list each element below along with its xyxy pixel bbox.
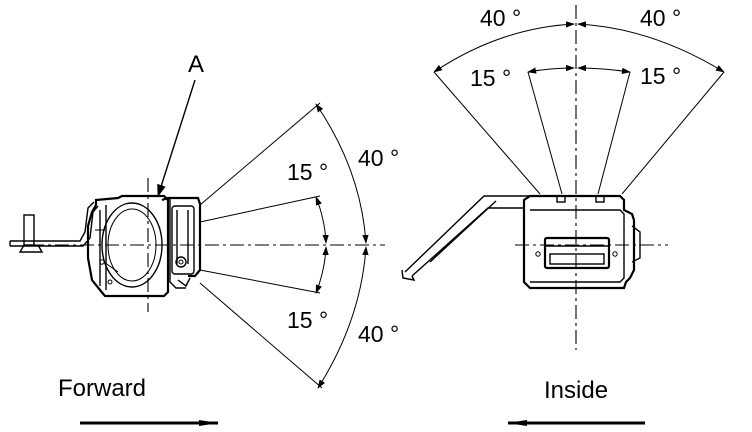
front-outer-left-arc bbox=[433, 21, 575, 73]
side-view: A 15 ° 15 ° 40 ° 40 ° Forward bbox=[9, 51, 399, 426]
side-inner-bottom-boundary bbox=[199, 269, 321, 294]
front-inner-right-boundary bbox=[597, 71, 631, 195]
front-outer-right-angle: 40 ° bbox=[640, 5, 681, 31]
inside-direction-label: Inside bbox=[544, 377, 608, 404]
front-inner-left-angle: 15 ° bbox=[470, 65, 511, 91]
side-outer-top-boundary bbox=[199, 102, 321, 206]
side-outer-bottom-angle: 40 ° bbox=[358, 321, 399, 347]
front-outer-right-arc bbox=[577, 21, 725, 73]
front-inner-left-arc bbox=[527, 64, 575, 74]
side-outer-top-arc bbox=[315, 103, 369, 244]
front-inner-left-boundary bbox=[527, 71, 563, 195]
callout-a-leader bbox=[157, 79, 196, 198]
front-outer-left-angle: 40 ° bbox=[480, 5, 521, 31]
side-inner-bottom-angle: 15 ° bbox=[287, 307, 328, 333]
sensor-front-body bbox=[401, 194, 641, 290]
side-inner-top-arc bbox=[315, 196, 329, 244]
front-outer-right-boundary bbox=[621, 71, 725, 195]
front-view: 40 ° 40 ° 15 ° 15 ° Inside bbox=[401, 5, 725, 426]
side-inner-top-boundary bbox=[199, 195, 321, 223]
front-outer-left-boundary bbox=[433, 71, 541, 195]
side-inner-top-angle: 15 ° bbox=[287, 159, 328, 185]
callout-a-label: A bbox=[188, 51, 204, 78]
side-outer-top-angle: 40 ° bbox=[358, 145, 399, 171]
side-outer-bottom-boundary bbox=[199, 282, 323, 389]
sensor-side-body bbox=[9, 194, 202, 298]
front-inner-right-angle: 15 ° bbox=[640, 63, 681, 89]
forward-direction-label: Forward bbox=[58, 375, 146, 402]
front-inner-right-arc bbox=[577, 64, 631, 74]
side-inner-bottom-arc bbox=[315, 246, 329, 294]
side-outer-bottom-arc bbox=[317, 246, 369, 389]
